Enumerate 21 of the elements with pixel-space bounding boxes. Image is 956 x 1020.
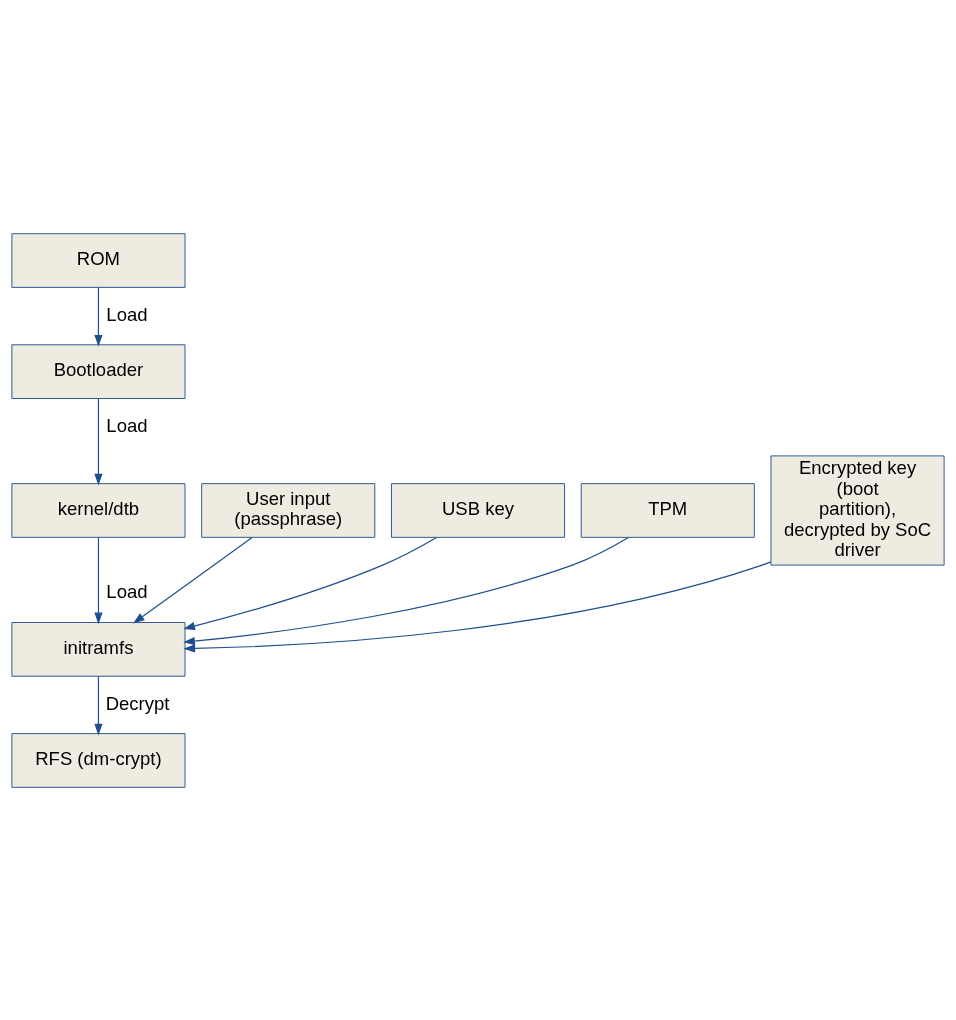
arrow: [133, 536, 253, 623]
arrow: [94, 286, 103, 347]
node-box: kernel/dtb: [11, 482, 186, 538]
arrow: [94, 536, 103, 624]
arrow: [94, 675, 103, 735]
arrow: [183, 536, 438, 630]
edge-label: Load: [106, 580, 148, 602]
node-box: Bootloader: [11, 343, 186, 399]
edge-label: Load: [106, 414, 148, 436]
node-box: USB key: [390, 482, 566, 538]
node-box: User input (passphrase): [201, 482, 376, 538]
node-box: RFS (dm-crypt): [11, 732, 186, 788]
arrow: [94, 397, 103, 485]
arrow: [183, 536, 629, 645]
node-box: Encrypted key (boot partition), decrypted by SoC driver: [770, 454, 945, 566]
node-box: ROM: [11, 232, 186, 288]
node-box: initramfs: [11, 621, 186, 677]
edge-label: Decrypt: [105, 692, 170, 714]
node-box: TPM: [580, 482, 755, 538]
edge-label: Load: [106, 303, 148, 325]
arrow: [183, 560, 772, 652]
